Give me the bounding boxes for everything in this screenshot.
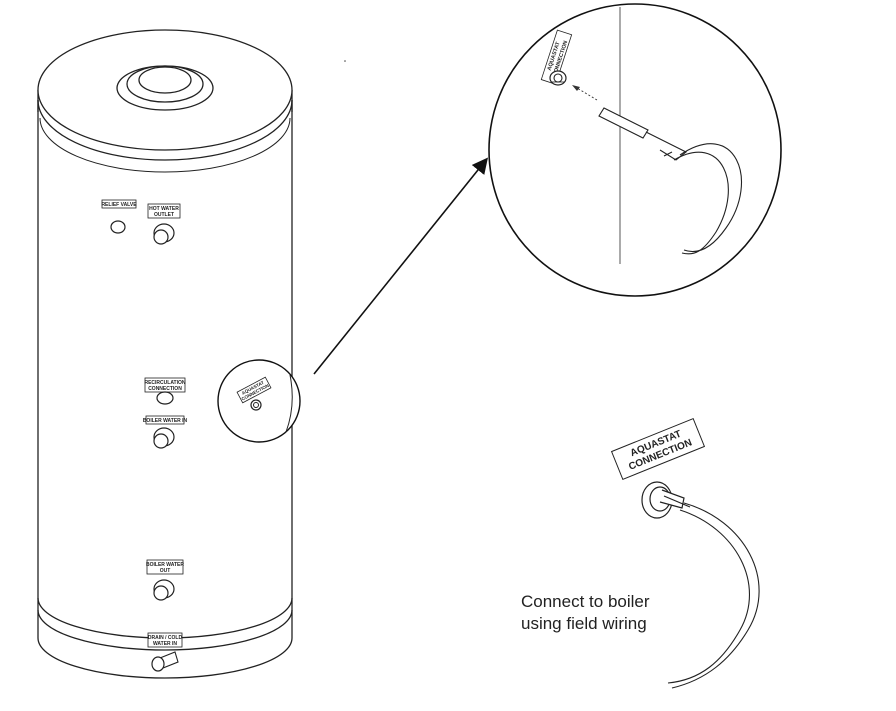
boiler-water-in-port: BOILER WATER IN <box>143 415 188 449</box>
water-heater-tank <box>37 29 293 679</box>
boiler-water-in-label: BOILER WATER IN <box>143 418 188 424</box>
recirculation-label-1: RECIRCULATION <box>144 380 185 386</box>
drain-cold-water-port: DRAIN / COLD WATER IN <box>147 632 183 672</box>
top-vent-boss <box>116 65 214 111</box>
relief-valve-label: RELIEF VALVE <box>101 202 137 208</box>
boiler-water-out-port: BOILER WATER OUT <box>146 559 184 601</box>
boiler-water-out-label-1: BOILER WATER <box>146 562 184 568</box>
boiler-water-out-label-2: OUT <box>160 568 171 574</box>
hot-water-outlet-port: HOT WATER OUTLET <box>147 203 181 245</box>
aquastat-zoom-circle: AQUASTAT CONNECTION <box>488 3 782 297</box>
hot-water-outlet-label-1: HOT WATER <box>149 206 179 212</box>
aquastat-zoom-probe <box>598 107 742 255</box>
drain-cold-label-1: DRAIN / COLD <box>148 635 183 641</box>
caption-line-1: Connect to boiler <box>521 592 650 611</box>
aquastat-detail: AQUASTAT CONNECTION <box>610 417 760 689</box>
callout-arrow <box>313 157 489 375</box>
drain-cold-label-2: WATER IN <box>153 641 177 647</box>
aquastat-detail-wire <box>667 502 760 689</box>
aquastat-callout-circle: AQUASTAT CONNECTION <box>217 359 301 443</box>
recirculation-port: RECIRCULATION CONNECTION <box>144 377 186 405</box>
hot-water-outlet-label-2: OUTLET <box>154 212 174 218</box>
aquastat-zoom-fitting <box>549 70 567 86</box>
caption-line-2: using field wiring <box>521 614 647 633</box>
aquastat-detail-fitting <box>641 481 691 519</box>
wiring-caption: Connect to boiler using field wiring <box>521 591 741 635</box>
recirculation-label-2: CONNECTION <box>148 386 182 392</box>
relief-valve-port: RELIEF VALVE <box>101 199 137 234</box>
